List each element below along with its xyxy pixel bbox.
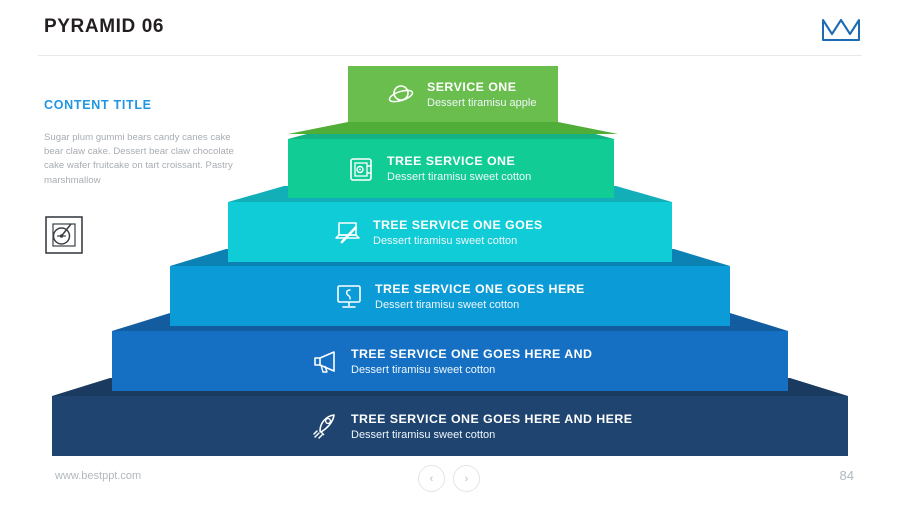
content-title: CONTENT TITLE bbox=[44, 98, 152, 112]
tier-2-face: TREE SERVICE ONE Dessert tiramisu sweet … bbox=[288, 139, 614, 198]
planet-saturn-icon bbox=[386, 79, 416, 109]
tier-2-heading: TREE SERVICE ONE bbox=[387, 154, 516, 168]
slide-navigation: ‹ › bbox=[418, 465, 480, 492]
prev-slide-button[interactable]: ‹ bbox=[418, 465, 445, 492]
tier-5-heading: TREE SERVICE ONE GOES HERE AND bbox=[351, 346, 593, 361]
tier-5-face: TREE SERVICE ONE GOES HERE AND Dessert t… bbox=[112, 331, 788, 391]
tier-1-heading: SERVICE ONE bbox=[427, 79, 517, 94]
desktop-monitor-icon bbox=[334, 281, 364, 311]
megaphone-icon bbox=[310, 346, 340, 376]
footer-url[interactable]: www.bestppt.com bbox=[55, 470, 142, 482]
tier-4-face: TREE SERVICE ONE GOES HERE Dessert tiram… bbox=[170, 266, 730, 326]
tier-6-face: TREE SERVICE ONE GOES HERE AND HERE Dess… bbox=[52, 396, 848, 456]
page-number: 84 bbox=[839, 468, 854, 483]
pyramid-tier-3[interactable]: TREE SERVICE ONE GOES Dessert tiramisu s… bbox=[228, 186, 672, 262]
header-divider bbox=[38, 55, 862, 56]
tier-1-base-shadow bbox=[288, 122, 618, 134]
laptop-pen-icon bbox=[332, 217, 362, 247]
pyramid-tier-1[interactable]: SERVICE ONE Dessert tiramisu apple bbox=[288, 66, 618, 134]
tier-1-face: SERVICE ONE Dessert tiramisu apple bbox=[348, 66, 558, 122]
tier-2-subtitle: Dessert tiramisu sweet cotton bbox=[387, 171, 532, 183]
rocket-icon bbox=[310, 411, 340, 441]
page-title: PYRAMID 06 bbox=[44, 16, 165, 37]
tier-4-heading: TREE SERVICE ONE GOES HERE bbox=[375, 281, 585, 296]
pyramid-diagram: TREE SERVICE ONE GOES HERE AND HERE Dess… bbox=[52, 66, 848, 456]
tier-3-face: TREE SERVICE ONE GOES Dessert tiramisu s… bbox=[228, 202, 672, 262]
tier-6-subtitle: Dessert tiramisu sweet cotton bbox=[351, 428, 496, 441]
content-body-text: Sugar plum gummi bears candy canes cake … bbox=[44, 132, 234, 186]
tier-3-heading: TREE SERVICE ONE GOES bbox=[373, 217, 543, 232]
pyramid-tier-2[interactable]: TREE SERVICE ONE Dessert tiramisu sweet … bbox=[288, 124, 614, 198]
tier-1-subtitle: Dessert tiramisu apple bbox=[427, 96, 537, 109]
tier-5-subtitle: Dessert tiramisu sweet cotton bbox=[351, 363, 496, 376]
slide-header: PYRAMID 06 bbox=[0, 0, 900, 58]
next-slide-button[interactable]: › bbox=[453, 465, 480, 492]
crown-logo-icon bbox=[818, 12, 864, 48]
tier-6-heading: TREE SERVICE ONE GOES HERE AND HERE bbox=[351, 411, 633, 426]
tier-3-subtitle: Dessert tiramisu sweet cotton bbox=[373, 234, 518, 247]
safe-vault-icon bbox=[346, 154, 376, 184]
satellite-dish-square-icon bbox=[45, 216, 83, 254]
tier-4-subtitle: Dessert tiramisu sweet cotton bbox=[375, 298, 520, 311]
